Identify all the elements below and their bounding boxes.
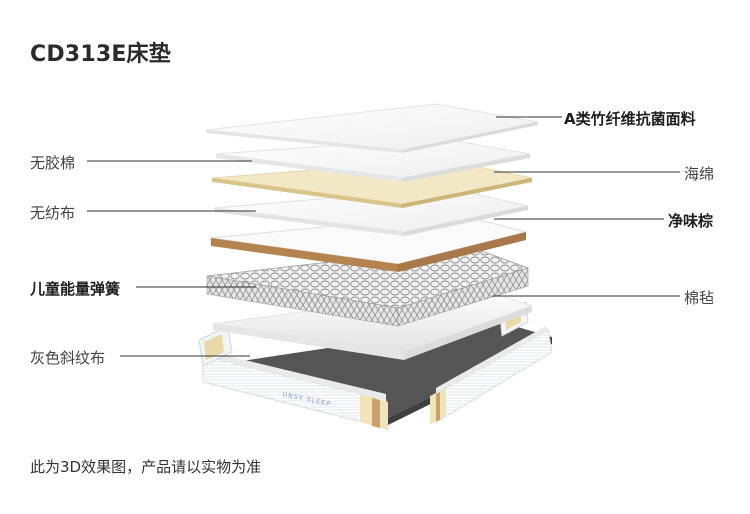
label-sponge: 海绵	[684, 165, 715, 183]
label-coir: 净味棕	[668, 212, 714, 230]
label-non-woven: 无纺布	[30, 204, 76, 222]
spring-layer	[206, 245, 530, 327]
mattress-base-frame: UNSY SLEEP	[198, 301, 553, 430]
page-title: CD313E床垫	[30, 42, 171, 67]
footnote: 此为3D效果图，产品请以实物为准	[30, 458, 262, 476]
grey-twill-fabric	[235, 322, 552, 418]
label-glue-free-cotton: 无胶棉	[30, 154, 76, 172]
leader-lines	[87, 116, 680, 357]
label-cotton-felt: 棉毡	[684, 289, 715, 307]
label-bamboo-fiber-fabric: A类竹纤维抗菌面料	[564, 110, 696, 128]
bamboo-fiber-fabric-layer	[205, 103, 539, 153]
label-grey-twill: 灰色斜纹布	[30, 349, 106, 367]
label-kids-energy-spring: 儿童能量弹簧	[30, 280, 121, 298]
glue-free-cotton-layer	[215, 137, 531, 182]
